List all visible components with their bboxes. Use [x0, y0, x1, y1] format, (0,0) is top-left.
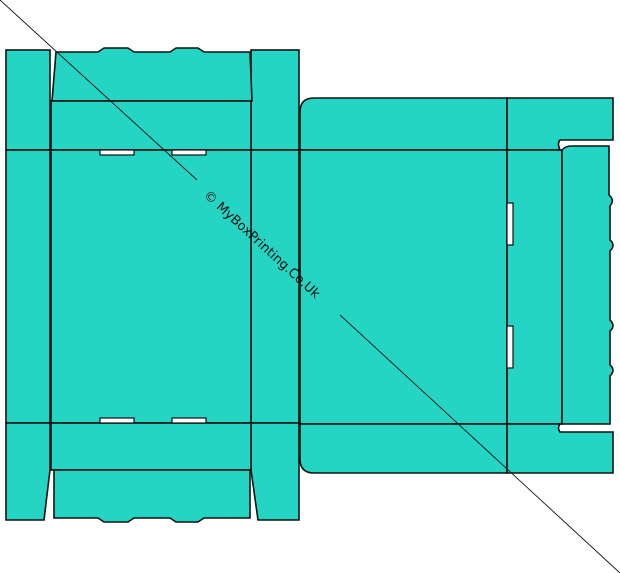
lock-slot	[99, 149, 135, 156]
lock-slot	[171, 417, 207, 424]
left-side-flap-top	[5, 49, 51, 151]
lid-bottom-flap	[299, 423, 508, 474]
bottom-dust-flap	[53, 469, 251, 523]
left-side-flap-middle	[5, 149, 51, 424]
left-side-flap-bottom	[5, 422, 51, 521]
right-side-flap-top	[250, 49, 300, 151]
watermark-line-lower	[339, 314, 620, 573]
left-blank	[5, 47, 300, 523]
bottom-wall-panel	[50, 422, 252, 471]
lid-bottom-right-flap	[506, 423, 614, 474]
right-blank	[299, 97, 614, 474]
lid-top-flap	[299, 97, 508, 151]
watermark-line-upper	[0, 0, 198, 181]
right-side-flap-middle	[250, 149, 300, 424]
lock-slot	[171, 149, 207, 156]
right-side-flap-bottom	[250, 422, 300, 521]
top-dust-flap	[51, 47, 253, 102]
lid-tuck-flap	[561, 145, 614, 425]
top-wall-panel	[50, 100, 252, 151]
lid-main-panel	[299, 149, 508, 425]
lock-slot	[99, 417, 135, 424]
tab-slot	[506, 325, 514, 369]
lid-top-right-flap	[506, 97, 614, 151]
lid-front-wall	[506, 149, 563, 425]
tab-slot	[506, 202, 514, 246]
base-panel	[50, 149, 252, 424]
